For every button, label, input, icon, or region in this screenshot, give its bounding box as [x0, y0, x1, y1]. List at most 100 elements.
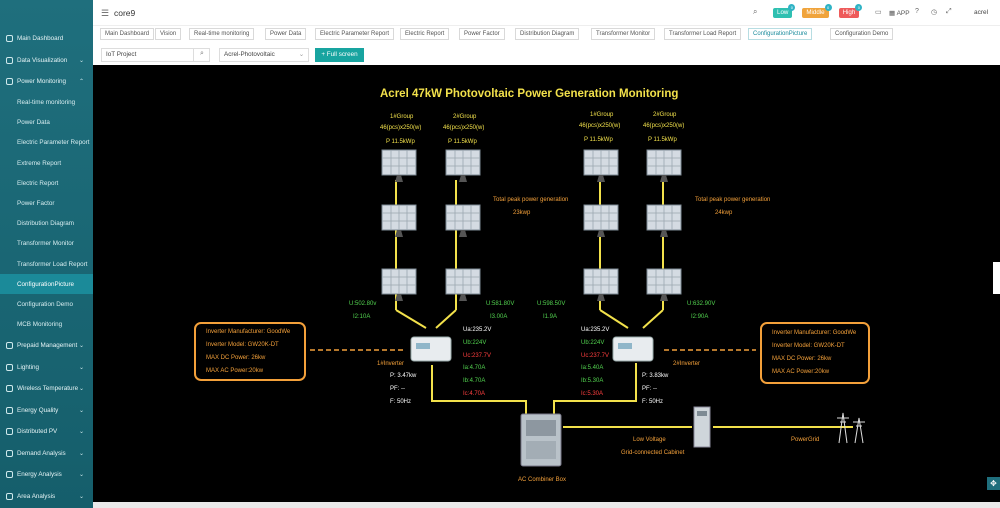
- menu-toggle-icon[interactable]: ☰: [101, 8, 110, 18]
- tab[interactable]: Main Dashboard: [100, 28, 155, 40]
- help-icon[interactable]: ?: [915, 8, 919, 15]
- menu-icon: [6, 385, 13, 392]
- diagram-label: Ua:235.2V: [581, 327, 610, 333]
- sidebar-item-power-monitoring[interactable]: Power Monitoring⌃: [0, 71, 93, 93]
- sidebar-subitem[interactable]: Electric Parameter Report: [17, 139, 90, 147]
- chevron-down-icon: ⌄: [78, 407, 84, 414]
- expand-icon[interactable]: ⤢: [946, 8, 952, 15]
- cabinet-label-2: Grid-connected Cabinet: [621, 450, 685, 456]
- diagram-label: I2:10A: [353, 314, 371, 320]
- alert-count: 0: [855, 4, 863, 11]
- sidebar-item-label: Area Analysis: [17, 492, 56, 500]
- sidebar-item[interactable]: Prepaid Management⌄: [0, 335, 93, 357]
- tab[interactable]: Transformer Load Report: [664, 28, 742, 40]
- alert-count: 0: [788, 4, 796, 11]
- diagram-label: Ub:224V: [581, 340, 605, 346]
- sidebar-item-data-visualization[interactable]: Data Visualization⌄: [0, 50, 93, 72]
- sidebar-item[interactable]: Lighting⌄: [0, 356, 93, 378]
- sidebar-subitem[interactable]: ConfigurationPicture: [0, 274, 93, 295]
- tab[interactable]: Electric Report: [400, 28, 450, 40]
- sidebar-subitem[interactable]: Transformer Load Report: [17, 260, 88, 268]
- chevron-down-icon: ⌄: [298, 51, 304, 58]
- diagram-label: 2#Group: [453, 114, 477, 120]
- sidebar-item[interactable]: Area Analysis ⌄: [0, 485, 93, 507]
- user-name[interactable]: acrel: [974, 9, 989, 16]
- diagram-label: 2#Inverter: [673, 361, 701, 367]
- sidebar-subitem[interactable]: MCB Monitoring: [17, 321, 63, 329]
- diagram-label: 46(pcs)x250(w): [643, 123, 685, 129]
- tab[interactable]: Power Factor: [459, 28, 505, 40]
- tab[interactable]: Power Data: [265, 28, 307, 40]
- app-link[interactable]: ▦ APP: [889, 10, 910, 17]
- diagram-label: F: 50Hz: [642, 399, 664, 405]
- tab[interactable]: Electric Parameter Report: [315, 28, 395, 40]
- sidebar-subitem[interactable]: Power Data: [17, 119, 50, 127]
- chevron-down-icon: ⌄: [78, 450, 84, 457]
- sidebar-item-label: Prepaid Management: [17, 342, 78, 349]
- search-icon[interactable]: ⌕: [753, 7, 758, 16]
- scroll-to-top-button[interactable]: ✥: [987, 477, 1000, 490]
- project-input[interactable]: IoT Project: [101, 48, 210, 62]
- tab[interactable]: Transformer Monitor: [591, 28, 656, 40]
- sidebar-item-main-dashboard[interactable]: Main Dashboard: [0, 28, 93, 50]
- sidebar-subitem[interactable]: Configuration Demo: [17, 300, 74, 308]
- diagram-label: P: 3.47kw: [390, 373, 417, 379]
- clock-icon[interactable]: ◷: [931, 9, 938, 16]
- tab[interactable]: Configuration Demo: [830, 28, 894, 40]
- sidebar-subitem[interactable]: Distribution Diagram: [17, 220, 75, 228]
- sidebar-subitem[interactable]: Power Factor: [17, 200, 55, 208]
- chevron-down-icon: ⌄: [78, 364, 84, 371]
- diagram-label: 23kwp: [513, 210, 531, 216]
- solar-panel-icon: [445, 204, 481, 237]
- diagram-label: Uc:237.7V: [581, 353, 610, 359]
- right-scroll-handle[interactable]: [993, 262, 1000, 294]
- diagram-label: I3.00A: [490, 314, 508, 320]
- cabinet-label: Low Voltage: [633, 437, 666, 443]
- sidebar-item[interactable]: Distributed PV⌄: [0, 421, 93, 443]
- sidebar-item[interactable]: Energy Analysis⌄: [0, 464, 93, 486]
- tab[interactable]: Vision: [155, 28, 182, 40]
- diagram-label: 24kwp: [715, 210, 733, 216]
- chevron-down-icon: ⌄: [78, 343, 84, 349]
- camera-icon[interactable]: ▭: [875, 9, 882, 16]
- fullscreen-button[interactable]: + Full screen: [315, 48, 364, 62]
- sidebar-item[interactable]: Energy Quality ⌄: [0, 399, 93, 421]
- sidebar-item-label: Energy Quality: [17, 406, 59, 414]
- sidebar-item[interactable]: Demand Analysis⌄: [0, 442, 93, 464]
- diagram-label: P 11.5kWp: [448, 139, 477, 145]
- solar-panel-icon: [381, 149, 417, 182]
- diagram-label: 1#Group: [390, 114, 414, 120]
- search-button[interactable]: ⌕: [193, 48, 210, 62]
- diagram-label: U:581.80V: [486, 301, 515, 307]
- diagram-label: PF: --: [390, 386, 405, 392]
- power-tower-icon: [837, 412, 865, 444]
- sidebar-subitem[interactable]: Transformer Monitor: [17, 240, 74, 248]
- dashboard-icon: [6, 35, 13, 43]
- diagram-label: P: 3.83kw: [642, 373, 669, 379]
- solar-panel-icon: [381, 204, 417, 237]
- device-select[interactable]: Acrel-Photovoltaic⌄: [219, 48, 309, 62]
- diagram-label: Ia:5.40A: [581, 365, 604, 371]
- diagram-label: U:502.80v: [349, 301, 377, 307]
- bottom-scrollbar[interactable]: [93, 502, 1000, 508]
- sidebar-subitem[interactable]: Electric Report: [17, 179, 59, 187]
- menu-icon: [6, 449, 13, 457]
- tab[interactable]: Real-time monitoring: [189, 28, 255, 40]
- diagram-label: Ic:5.30A: [581, 391, 604, 397]
- solar-panel-icon: [381, 268, 417, 301]
- chevron-down-icon: ⌄: [78, 493, 84, 500]
- diagram-label: 1#Group: [590, 112, 614, 118]
- solar-panel-icon: [646, 149, 682, 182]
- tab[interactable]: ConfigurationPicture: [748, 28, 813, 40]
- sidebar-item[interactable]: Wireless Temperature⌄: [0, 378, 93, 400]
- diagram-title: Acrel 47kW Photovoltaic Power Generation…: [380, 88, 679, 100]
- sidebar-subitem[interactable]: Extreme Report: [17, 159, 62, 167]
- alert-count: 0: [824, 4, 832, 11]
- chevron-down-icon: ⌄: [78, 386, 84, 392]
- tab[interactable]: Distribution Diagram: [515, 28, 580, 40]
- sidebar-subitem[interactable]: Real-time monitoring: [17, 99, 76, 107]
